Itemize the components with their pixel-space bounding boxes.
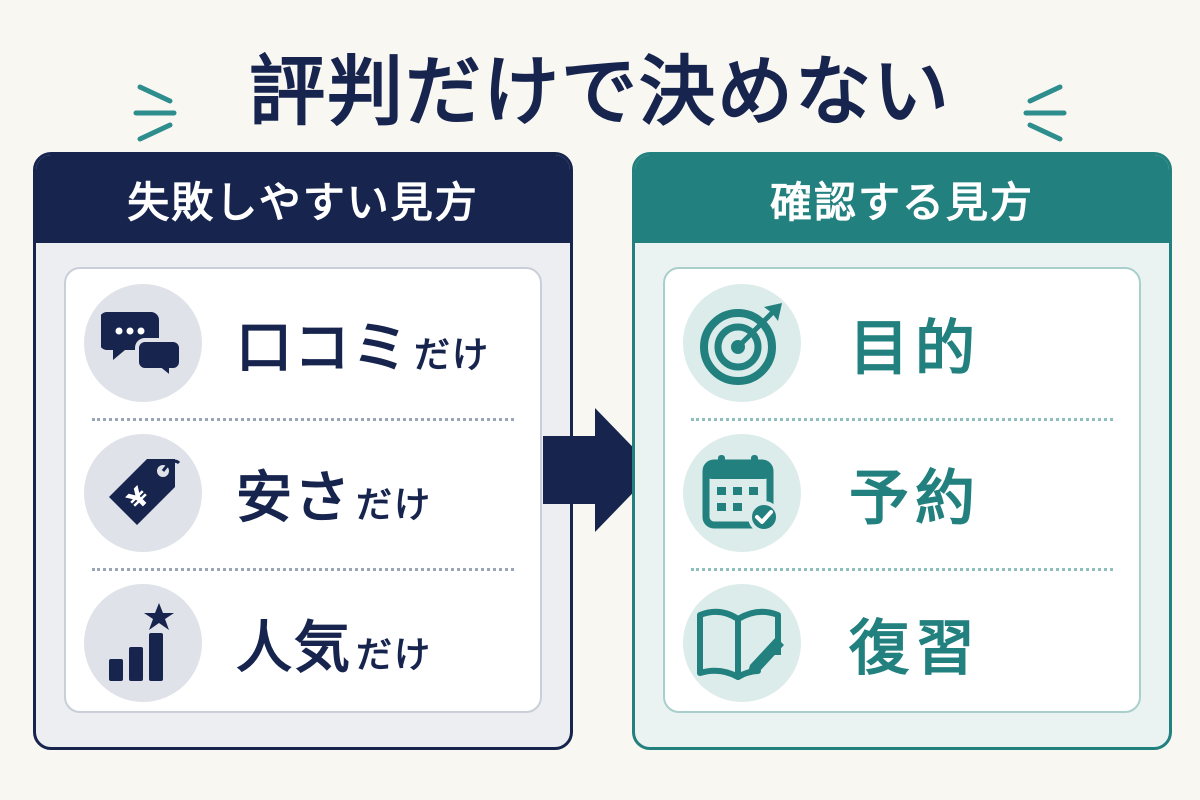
failure-panel-header: 失敗しやすい見方: [36, 155, 570, 243]
list-item: 人気だけ: [66, 569, 540, 717]
divider: [92, 568, 514, 571]
open-book-pencil-icon: [683, 584, 801, 702]
divider: [691, 418, 1113, 421]
yen-price-tag-icon: ¥: [84, 434, 202, 552]
list-item: 目的: [665, 269, 1139, 417]
target-arrow-icon: [683, 284, 801, 402]
check-list: 目的 予約: [663, 267, 1141, 713]
list-item: 予約: [665, 419, 1139, 567]
check-panel-header: 確認する見方: [635, 155, 1169, 243]
item-label: 目的: [849, 313, 981, 384]
item-label: 口コミだけ: [236, 315, 491, 381]
failure-list: 口コミだけ ¥ 安さだけ: [64, 267, 542, 713]
divider: [92, 418, 514, 421]
check-panel: 確認する見方 目的: [632, 152, 1172, 750]
list-item: 復習: [665, 569, 1139, 717]
speech-bubbles-icon: [84, 284, 202, 402]
page-title: 評判だけで決めない: [249, 47, 951, 136]
bar-chart-star-icon: [84, 584, 202, 702]
list-item: 口コミだけ: [66, 269, 540, 417]
right-arrow-icon: [543, 408, 655, 532]
item-label: 予約: [849, 463, 981, 534]
item-label: 人気だけ: [236, 615, 433, 681]
emphasis-lines-left-icon: [133, 84, 177, 142]
item-label: 安さだけ: [236, 465, 433, 531]
divider: [691, 568, 1113, 571]
title-area: 評判だけで決めない: [0, 30, 1200, 142]
list-item: ¥ 安さだけ: [66, 419, 540, 567]
calendar-check-icon: [683, 434, 801, 552]
failure-panel: 失敗しやすい見方 口コミだけ: [33, 152, 573, 750]
item-label: 復習: [849, 613, 981, 684]
emphasis-lines-right-icon: [1023, 84, 1067, 142]
